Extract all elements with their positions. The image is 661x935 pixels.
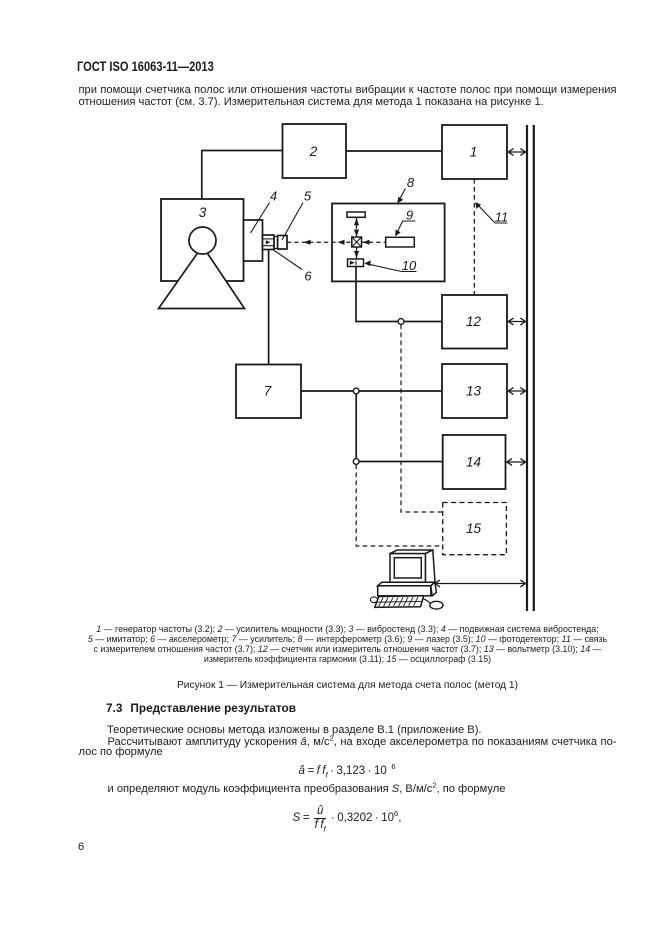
callout-labels: 4 5 6 8 9 10 11 xyxy=(270,175,508,284)
formula1-equals: = xyxy=(307,764,315,777)
legend-line: измеритель коэффициента гармоник (3.11);… xyxy=(203,654,492,665)
figure-caption: Рисунок 1 — Измерительная система для ме… xyxy=(177,680,518,691)
page-number: 6 xyxy=(78,840,85,853)
beam-splitter xyxy=(351,236,363,248)
formula2-factor: · 0,3202 · 10 xyxy=(328,812,394,825)
arrow-14 xyxy=(505,458,527,466)
callout-arrowheads xyxy=(364,196,482,267)
results-paragraph-2-line-1: Рассчитывают амплитуду ускорения â, м/с2… xyxy=(107,732,617,748)
formula2-lhs: S xyxy=(292,812,301,825)
arrow-12 xyxy=(507,317,527,326)
formula2-denominator: f ff xyxy=(314,818,326,833)
results-paragraph-2-line-2: лос по формуле xyxy=(78,746,163,759)
label-10: 10 xyxy=(402,258,417,273)
label-block-12: 12 xyxy=(466,314,482,329)
document-header: ГОСТ ISO 16063-11—2013 xyxy=(77,58,214,74)
bus-arrows xyxy=(433,148,527,588)
laser xyxy=(384,236,416,248)
formula1-factor: · 3,123 · 10 xyxy=(327,764,387,777)
formula2-exponent: 6 xyxy=(393,809,399,819)
block-1-generator xyxy=(441,124,508,180)
section-title: Представление результатов xyxy=(130,701,296,715)
laser-beam xyxy=(287,217,386,259)
formula2-numerator: û xyxy=(313,805,327,819)
formula2-fraction: û f ff xyxy=(313,805,327,833)
label-8: 8 xyxy=(407,175,415,190)
arrow-13 xyxy=(507,387,527,395)
beam-arrowheads xyxy=(303,218,370,258)
photodetector xyxy=(346,258,365,268)
formula2-comma: , xyxy=(398,812,402,825)
diagram-blocks xyxy=(160,123,508,556)
block-15-oscilloscope xyxy=(442,501,508,556)
results-paragraph-3: и определяют модуль коэффициента преобра… xyxy=(107,779,506,795)
dummy-transducer xyxy=(276,234,288,250)
label-block-2: 2 xyxy=(309,144,318,159)
mouse xyxy=(429,600,444,610)
intro-line-1: при помощи счетчика полос или отношения … xyxy=(78,84,617,96)
label-block-15: 15 xyxy=(466,521,482,536)
interferometer-internals xyxy=(346,211,416,268)
legend-line: 1 — генератор частоты (3.2); 2 — усилите… xyxy=(96,623,599,634)
figure-legend: 1 — генератор частоты (3.2); 2 — усилите… xyxy=(78,624,617,665)
screen xyxy=(393,556,423,579)
formula1-exponent: 6 xyxy=(391,761,396,771)
formula-sensitivity: S = û f ff · 0,3202 · 106, xyxy=(78,805,616,833)
formula1-lhs: â xyxy=(298,764,305,777)
arrow-1 xyxy=(507,148,527,156)
label-6: 6 xyxy=(304,269,312,284)
label-block-1: 1 xyxy=(470,145,478,160)
bus-lines xyxy=(525,125,535,611)
block-13-voltmeter xyxy=(441,363,508,419)
formula-acceleration: â = f ff · 3,123 · 10 6 xyxy=(78,761,616,779)
moving-element-assembly xyxy=(242,219,288,262)
label-block-7: 7 xyxy=(264,384,272,399)
formula1-f-subscript: f xyxy=(325,769,328,779)
mirror xyxy=(346,211,366,219)
arrow-computer xyxy=(433,579,527,588)
section-heading: 7.3 Представление результатов xyxy=(106,702,296,714)
junction-nodes xyxy=(352,317,405,466)
label-5: 5 xyxy=(304,189,312,204)
block-12-counter xyxy=(441,294,508,350)
legend-line: 5 — имитатор; 6 — акселерометр; 7 — усил… xyxy=(87,633,608,644)
label-block-14: 14 xyxy=(466,455,481,470)
callout-leaders xyxy=(250,188,508,273)
block-8-interferometer xyxy=(331,202,446,283)
section-number: 7.3 xyxy=(106,701,123,715)
label-9: 9 xyxy=(406,208,413,223)
exciter-internals xyxy=(156,226,247,310)
label-11: 11 xyxy=(495,210,509,225)
diagram-dashed-lines xyxy=(355,179,475,547)
block-2-amplifier xyxy=(281,123,347,179)
intro-paragraph: при помощи счетчика полос или отношения … xyxy=(78,84,617,108)
block-labels: 1 2 3 7 12 13 14 15 xyxy=(199,144,482,536)
label-block-3: 3 xyxy=(199,205,207,220)
block-14-distortion-meter xyxy=(441,434,507,490)
computer xyxy=(369,548,444,610)
formula2-equals: = xyxy=(302,812,310,825)
results-paragraph-1: Теоретические основы метода изложены в р… xyxy=(107,723,482,736)
label-block-13: 13 xyxy=(466,384,482,399)
formula1-ff: f f xyxy=(316,764,326,777)
system-unit xyxy=(376,585,432,597)
legend-line: с измерителем отношения частот (3.7); 12… xyxy=(93,643,602,654)
intro-line-2: отношения частот (см. 3.7). Измерительна… xyxy=(78,95,544,108)
block-7-amplifier xyxy=(235,363,302,419)
formula2-den-subscript: f xyxy=(323,823,326,833)
label-4: 4 xyxy=(270,189,277,204)
